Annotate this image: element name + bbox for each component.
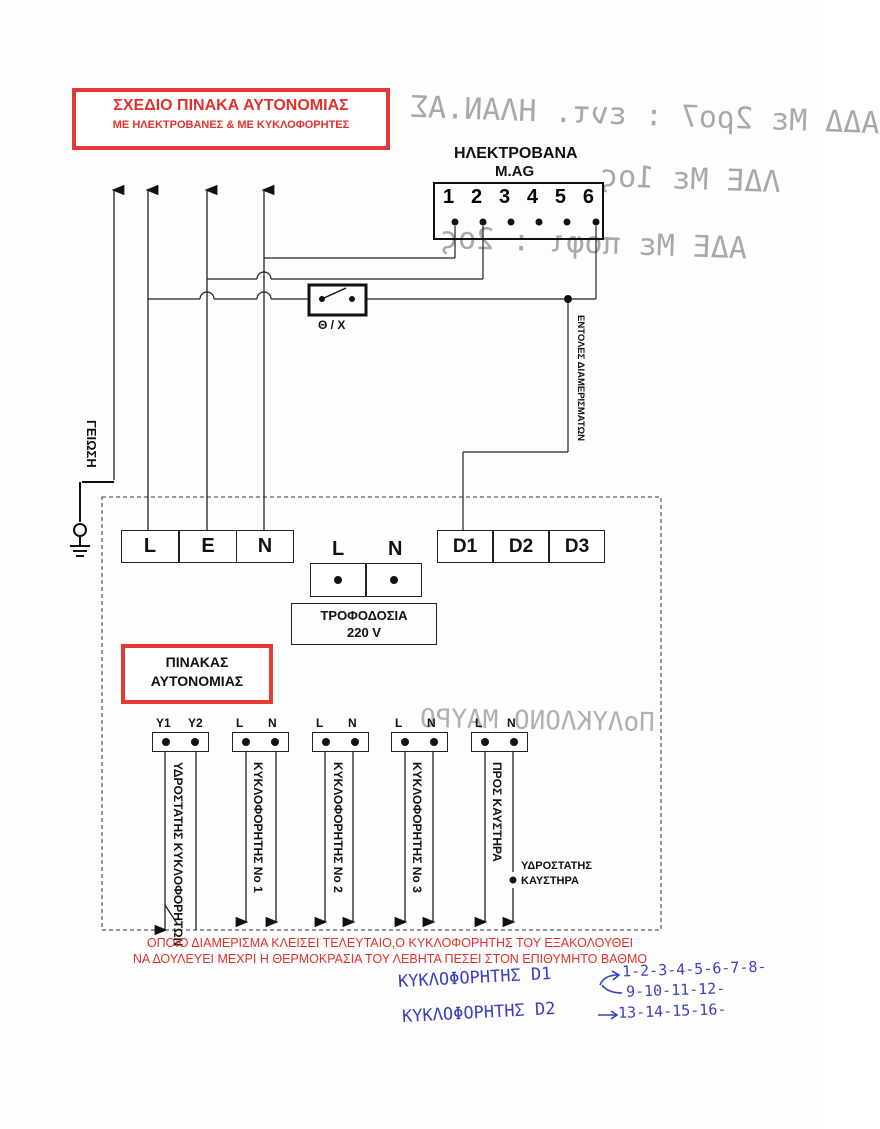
output-3-terminal [312,732,369,752]
terminal-dot [510,738,518,746]
supply-label-l: L [332,538,345,560]
output-5-label-a: L [475,716,483,730]
valve-terminal-5: 5 [554,186,566,208]
valve-terminal-4: 4 [526,186,539,208]
output-1-terminal [152,732,209,752]
valve-terminal-2: 2 [470,186,483,208]
wiring-diagram [70,184,662,1020]
command-terminal-d3: D3 [549,530,605,563]
junction-dot [564,295,572,303]
output-3-label-b: N [348,716,357,730]
terminal-dot [191,738,199,746]
riser-lines [111,184,275,530]
output-4-label-a: L [395,716,403,730]
valve-subheading: M.AG [495,163,535,180]
output-5-label-b: N [507,716,516,730]
panel-dashed-outline [101,496,662,931]
terminal-dot [390,576,398,584]
command-terminal-d2: D2 [493,530,549,563]
valve-terminal-1: 1 [443,186,455,208]
supply-label-n: N [388,538,403,560]
valve-terminal-3: 3 [498,186,511,208]
terminal-n: N [236,530,294,563]
valve-heading: ΗΛΕΚΤΡΟΒΑΝΑ [454,145,578,162]
burner-thermostat-dot [509,876,517,884]
output-1-label-b: Y2 [188,716,203,730]
output-1-description: ΥΔΡΟΣΤΑΤΗΣ ΚΥΚΛΟΦΟΡΗΤΩΝ [171,762,185,947]
title-line-2: ΜΕ ΗΛΕΚΤΡΟΒΑΝΕΣ & ΜΕ ΚΥΚΛΟΦΟΡΗΤΕΣ [112,119,350,131]
supply-terminal-n [366,563,422,597]
terminal-dot [401,738,409,746]
panel-title-box: ΠΙΝΑΚΑΣ ΑΥΤΟΝΟΜΙΑΣ [121,644,273,704]
power-supply-box: ΤΡΟΦΟΔΟΣΙΑ 220 V [291,603,437,645]
valve-wiring [148,226,597,530]
terminal-e: E [179,530,237,563]
output-3-label-a: L [316,716,324,730]
panel-title-line-2: ΑΥΤΟΝΟΜΙΑΣ [150,673,244,689]
power-line-1: ΤΡΟΦΟΔΟΣΙΑ [320,608,408,623]
output-3-description: ΚΥΚΛΟΦΟΡΗΤΗΣ No 2 [331,762,345,893]
handwriting-d1-values-2: 9-10-11-12- [625,979,726,1001]
power-line-2: 220 V [347,625,381,640]
thermostat-switch [307,283,368,317]
output-2-label-a: L [236,716,244,730]
output-2-label-b: N [268,716,277,730]
supply-terminal-l [310,563,366,597]
command-terminal-d1: D1 [437,530,493,563]
valve-terminal-6: 6 [582,186,594,208]
terminal-dot [334,576,342,584]
hand-arrows [598,970,623,1020]
ground-symbol [70,481,114,557]
terminal-dot [351,738,359,746]
output-2-description: ΚΥΚΛΟΦΟΡΗΤΗΣ No 1 [251,762,265,893]
burner-thermostat-label-1: ΥΔΡΟΣΤΑΤΗΣ [521,860,592,872]
output-4-label-b: N [427,716,436,730]
output-2-terminal [232,732,289,752]
output-5-terminal [471,732,528,752]
terminal-dot [271,738,279,746]
terminal-dot [430,738,438,746]
output-5-description: ΠΡΟΣ ΚΑΥΣΤΗΡΑ [490,762,504,862]
terminal-dot [242,738,250,746]
output-4-terminal [391,732,448,752]
thermostat-label: Θ / Χ [318,318,346,332]
note-line-2: ΝΑ ΔΟΥΛΕΥΕΙ ΜΕΧΡΙ Η ΘΕΡΜΟΚΡΑΣΙΑ ΤΟΥ ΛΕΒΗ… [132,952,648,966]
valve-terminal-dots [451,218,600,226]
ground-label: ΓΕΙΩΣΗ [84,420,99,468]
terminal-dot [481,738,489,746]
panel-title-line-1: ΠΙΝΑΚΑΣ [165,654,229,670]
title-box: ΣΧΕΔΙΟ ΠΙΝΑΚΑ ΑΥΤΟΝΟΜΙΑΣ ΜΕ ΗΛΕΚΤΡΟΒΑΝΕΣ… [72,88,390,150]
terminal-dot [162,738,170,746]
title-line-1: ΣΧΕΔΙΟ ΠΙΝΑΚΑ ΑΥΤΟΝΟΜΙΑΣ [113,97,349,114]
output-4-description: ΚΥΚΛΟΦΟΡΗΤΗΣ No 3 [410,762,424,893]
terminal-dot [322,738,330,746]
burner-thermostat-label-2: ΚΑΥΣΤΗΡΑ [521,875,579,887]
terminal-l: L [121,530,179,563]
output-wires [154,742,516,936]
output-1-label-a: Y1 [156,716,171,730]
note-line-1: ΟΠΟΙΟ ΔΙΑΜΕΡΙΣΜΑ ΚΛΕΙΣΕΙ ΤΕΛΕΥΤΑΙΟ,Ο ΚΥΚ… [146,936,634,950]
apartment-commands-label: ΕΝΤΟΛΕΣ ΔΙΑΜΕΡΙΣΜΑΤΩΝ [575,315,586,441]
handwriting-d2-values: 13-14-15-16- [617,1000,727,1022]
